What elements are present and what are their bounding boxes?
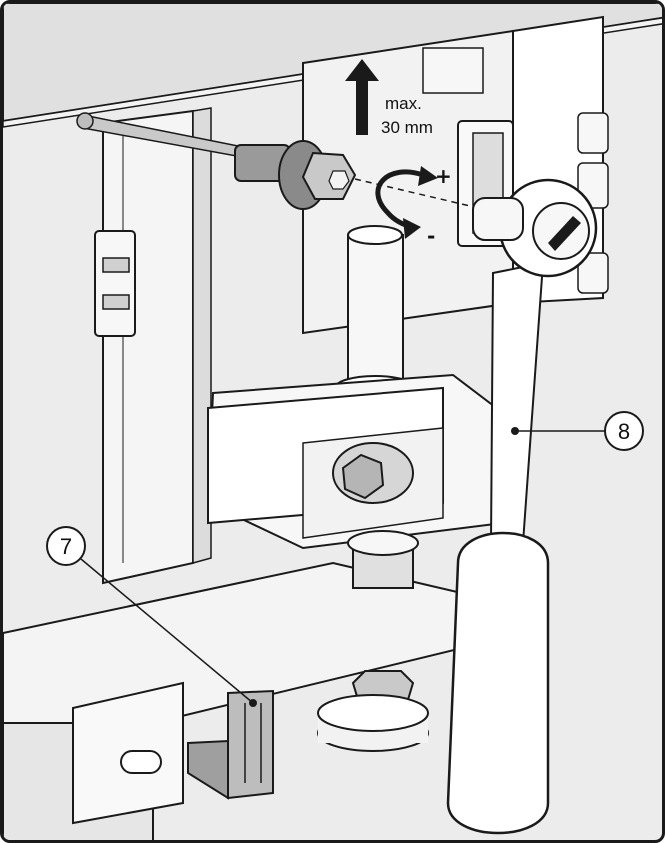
plus-arrow-head-icon — [418, 166, 438, 186]
rotation-indicator: + - — [375, 164, 452, 248]
callout-number-7: 7 — [60, 534, 72, 559]
side-clip-bracket — [94, 230, 136, 337]
height-clip-part-7 — [187, 689, 274, 800]
wrench-handle — [446, 531, 550, 835]
minus-arrow-head-icon — [403, 218, 421, 239]
ratchet-wrench — [446, 178, 598, 835]
installation-illustration: + - max. 30 mm — [3, 3, 662, 840]
hex-bolt — [234, 140, 357, 210]
up-arrow-icon — [345, 59, 379, 81]
callout-number-8: 8 — [618, 419, 630, 444]
vertical-shaft — [334, 225, 416, 401]
max-lift-annotation: max. 30 mm — [345, 59, 433, 137]
callout-7: 7 — [46, 526, 257, 707]
plus-sign: + — [435, 164, 452, 188]
minus-sign: - — [427, 224, 435, 248]
adjustable-foot — [317, 530, 429, 752]
distance-label: 30 mm — [381, 118, 433, 137]
cabinet-side-panel — [102, 107, 212, 585]
max-label: max. — [385, 94, 422, 113]
floor-rails — [3, 561, 484, 840]
foot-bracket — [206, 373, 504, 550]
callout-8: 8 — [511, 411, 644, 451]
